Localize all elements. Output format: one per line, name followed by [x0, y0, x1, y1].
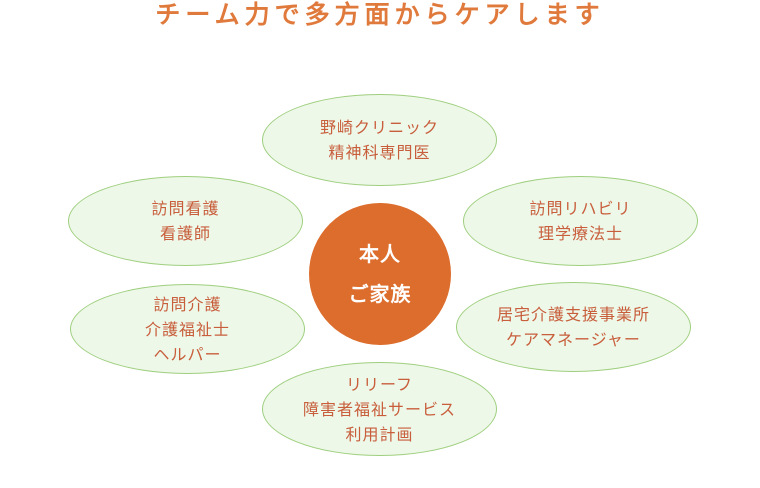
node-visiting-rehab: 訪問リハビリ 理学療法士 [463, 176, 698, 266]
node-line: 利用計画 [345, 424, 414, 444]
node-line: 看護師 [159, 224, 211, 243]
node-line: 居宅介護支援事業所 [496, 305, 650, 324]
node-relief: リリーフ 障害者福祉サービス 利用計画 [262, 362, 497, 456]
node-line: ヘルパー [153, 344, 222, 364]
node-nozaki-clinic: 野崎クリニック 精神科専門医 [262, 94, 497, 186]
node-line: 訪問リハビリ [529, 199, 632, 218]
node-line: 訪問介護 [153, 294, 222, 314]
center-line: ご家族 [348, 282, 412, 306]
node-care-management: 居宅介護支援事業所 ケアマネージャー [456, 282, 691, 372]
node-line: 介護福祉士 [144, 319, 230, 339]
node-line: 訪問看護 [151, 199, 220, 218]
node-line: 精神科専門医 [328, 143, 431, 162]
center-line: 本人 [359, 242, 401, 266]
node-line: 野崎クリニック [319, 118, 439, 137]
node-line: 障害者福祉サービス [302, 399, 456, 419]
center-patient-family: 本人 ご家族 [309, 203, 451, 345]
diagram-title: チーム力で多方面からケアします [155, 0, 605, 29]
node-line: リリーフ [345, 374, 414, 394]
node-visiting-care: 訪問介護 介護福祉士 ヘルパー [70, 284, 305, 374]
node-line: ケアマネージャー [506, 330, 641, 349]
node-line: 理学療法士 [537, 224, 623, 243]
node-visiting-nursing: 訪問看護 看護師 [68, 176, 303, 266]
